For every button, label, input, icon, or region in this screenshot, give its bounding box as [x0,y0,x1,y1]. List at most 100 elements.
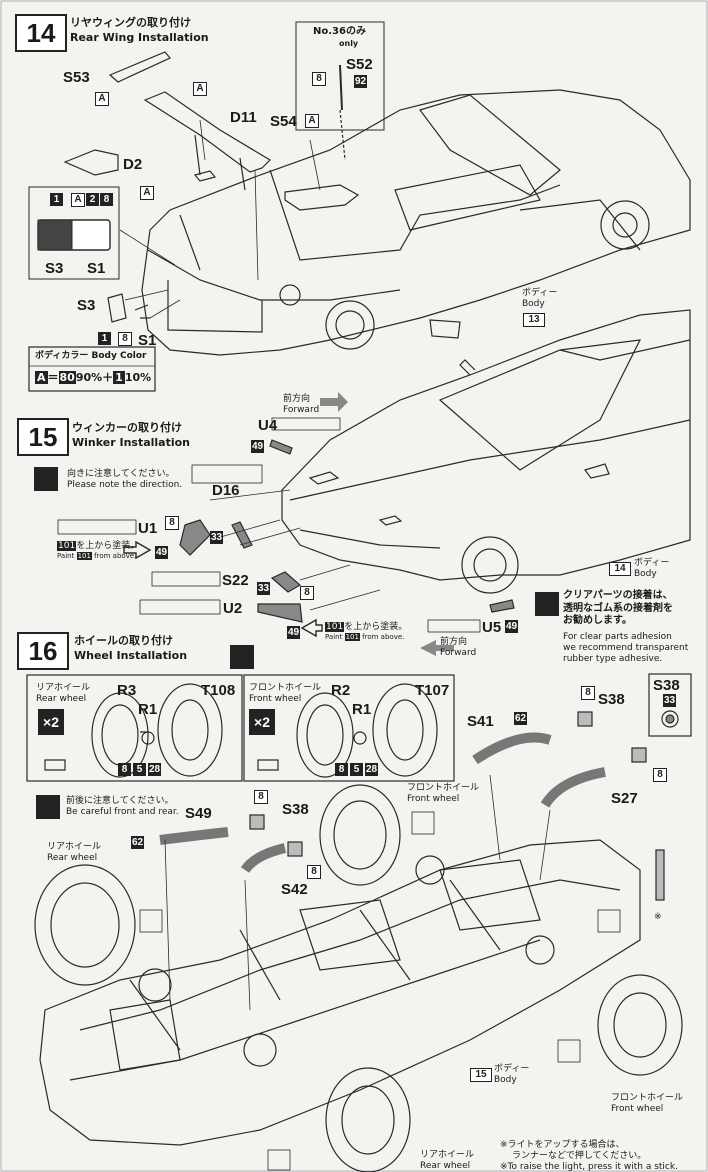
body-label-14: ボディー Body [522,288,558,309]
paint-note-1: 101を上から塗装。 Paint 101 from above. [57,541,140,560]
part-u5: U5 [482,619,502,636]
part-r1-front: R1 [352,701,372,718]
badge-49d: 49 [505,620,518,633]
badge-13: 13 [523,313,545,327]
badge-49b: 49 [155,546,168,559]
paint-brush-icon [230,645,254,669]
badge-8-s42: 8 [307,865,321,879]
badge-8b-15: 8 [300,586,314,600]
step-16-title-jp: ホイールの取り付け [74,634,173,647]
badge-8b: 8 [118,332,132,346]
badge-f8: 8 [335,763,348,776]
badge-a-3: A [305,114,319,128]
badge-33b: 33 [257,582,270,595]
badge-14: 14 [609,562,631,576]
part-s38-top: S38 [598,691,625,708]
badge-a-2: A [193,82,207,96]
step-16-title-en: Wheel Installation [74,648,188,662]
badge-c33: 33 [663,694,676,707]
part-s3: S3 [77,297,96,314]
badge-f5: 5 [350,763,363,776]
part-s49: S49 [185,805,212,822]
front-wheel-box-label: フロントホイール Front wheel [249,683,322,704]
badge-a-5: A [71,193,85,207]
body-label-15: ボディー Body [634,558,670,579]
quantity-x2-front: ×2 [249,709,275,735]
badge-r5: 5 [133,763,146,776]
badge-a-4: A [140,186,154,200]
badge-r28: 28 [148,763,161,776]
light-raise-note: ※ライトをアップする場合は、 ランナーなどで押してください。 ※To raise… [500,1140,678,1172]
direction-note: 向きに注意してください。 Please note the direction. [67,469,183,490]
part-s22: S22 [222,572,249,589]
part-s1: S1 [138,332,157,349]
badge-33a: 33 [210,531,223,544]
paint-note-2: 101を上から塗装。 Paint 101 from above. [325,622,408,641]
badge-8-s38: 8 [581,686,595,700]
body-color-title: ボディカラー Body Color [35,351,147,361]
badge-49c: 49 [287,626,300,639]
step-15-title: ウィンカーの取り付け Winker Installation [72,421,190,451]
part-s41: S41 [467,713,494,730]
step-16-number: 16 [17,632,69,670]
part-u1: U1 [138,520,158,537]
part-d2: D2 [123,156,143,173]
front-wheel-label-top: フロントホイール Front wheel [407,783,480,804]
glue-brush-icon [535,592,559,616]
step-14-title-jp: リヤウィングの取り付け [70,16,191,29]
step-15-title-en: Winker Installation [72,435,191,449]
step-14-number: 14 [15,14,67,52]
asterisk-mark: ※ [654,912,662,922]
part-t107: T107 [415,682,450,699]
badge-92: 92 [354,75,367,88]
part-s38-mid: S38 [282,801,309,818]
forward-label-bottom: 前方向 Forward [440,637,477,658]
part-s52: S52 [346,56,373,73]
step-14-title-en: Rear Wing Installation [70,30,209,44]
part-r1-rear: R1 [138,701,158,718]
badge-15: 15 [470,1068,492,1082]
clear-parts-note-en: For clear parts adhesion we recommend tr… [563,632,689,664]
step-15-title-jp: ウィンカーの取り付け [72,421,182,434]
part-d11: D11 [230,109,257,126]
no36-label: No.36のみ only [313,26,366,48]
rear-wheel-box-label: リアホイール Rear wheel [36,683,91,704]
part-s27: S27 [611,790,638,807]
part-d16: D16 [212,482,240,499]
part-s42: S42 [281,881,308,898]
part-r2: R2 [331,682,351,699]
caution-brush-icon [36,795,60,819]
badge-8: 8 [100,193,113,206]
badge-8-s38b: 8 [254,790,268,804]
part-s54: S54 [270,113,297,130]
part-u2: U2 [223,600,243,617]
front-wheel-label-bottom: フロントホイール Front wheel [611,1093,684,1114]
badge-8a-15: 8 [165,516,179,530]
badge-2: 2 [86,193,99,206]
rear-wheel-label-left: リアホイール Rear wheel [47,842,102,863]
quantity-x2-rear: ×2 [38,709,64,735]
part-s53: S53 [63,69,90,86]
part-s3-inset: S3 [45,260,64,277]
body-label-16: ボディー Body [494,1064,530,1085]
badge-8-s27: 8 [653,768,667,782]
badge-f28: 28 [365,763,378,776]
clear-parts-note-jp: クリアパーツの接着は、 透明なゴム系の接着剤を お勧めします。 [563,590,673,626]
part-u4: U4 [258,417,278,434]
badge-62a: 62 [514,712,527,725]
part-s38-callout: S38 [653,677,680,694]
forward-label-top: 前方向 Forward [283,394,320,415]
step-14-title: リヤウィングの取り付け Rear Wing Installation [70,16,209,46]
step-15-number: 15 [17,418,69,456]
badge-r8: 8 [118,763,131,776]
rear-wheel-label-bottom: リアホイール Rear wheel [420,1150,475,1171]
badge-49a: 49 [251,440,264,453]
step-16-title: ホイールの取り付け Wheel Installation [74,634,187,664]
part-r3: R3 [117,682,137,699]
badge-8-no36: 8 [312,72,326,86]
warning-brush-icon [34,467,58,491]
part-t108: T108 [201,682,236,699]
badge-1b: 1 [98,332,111,345]
